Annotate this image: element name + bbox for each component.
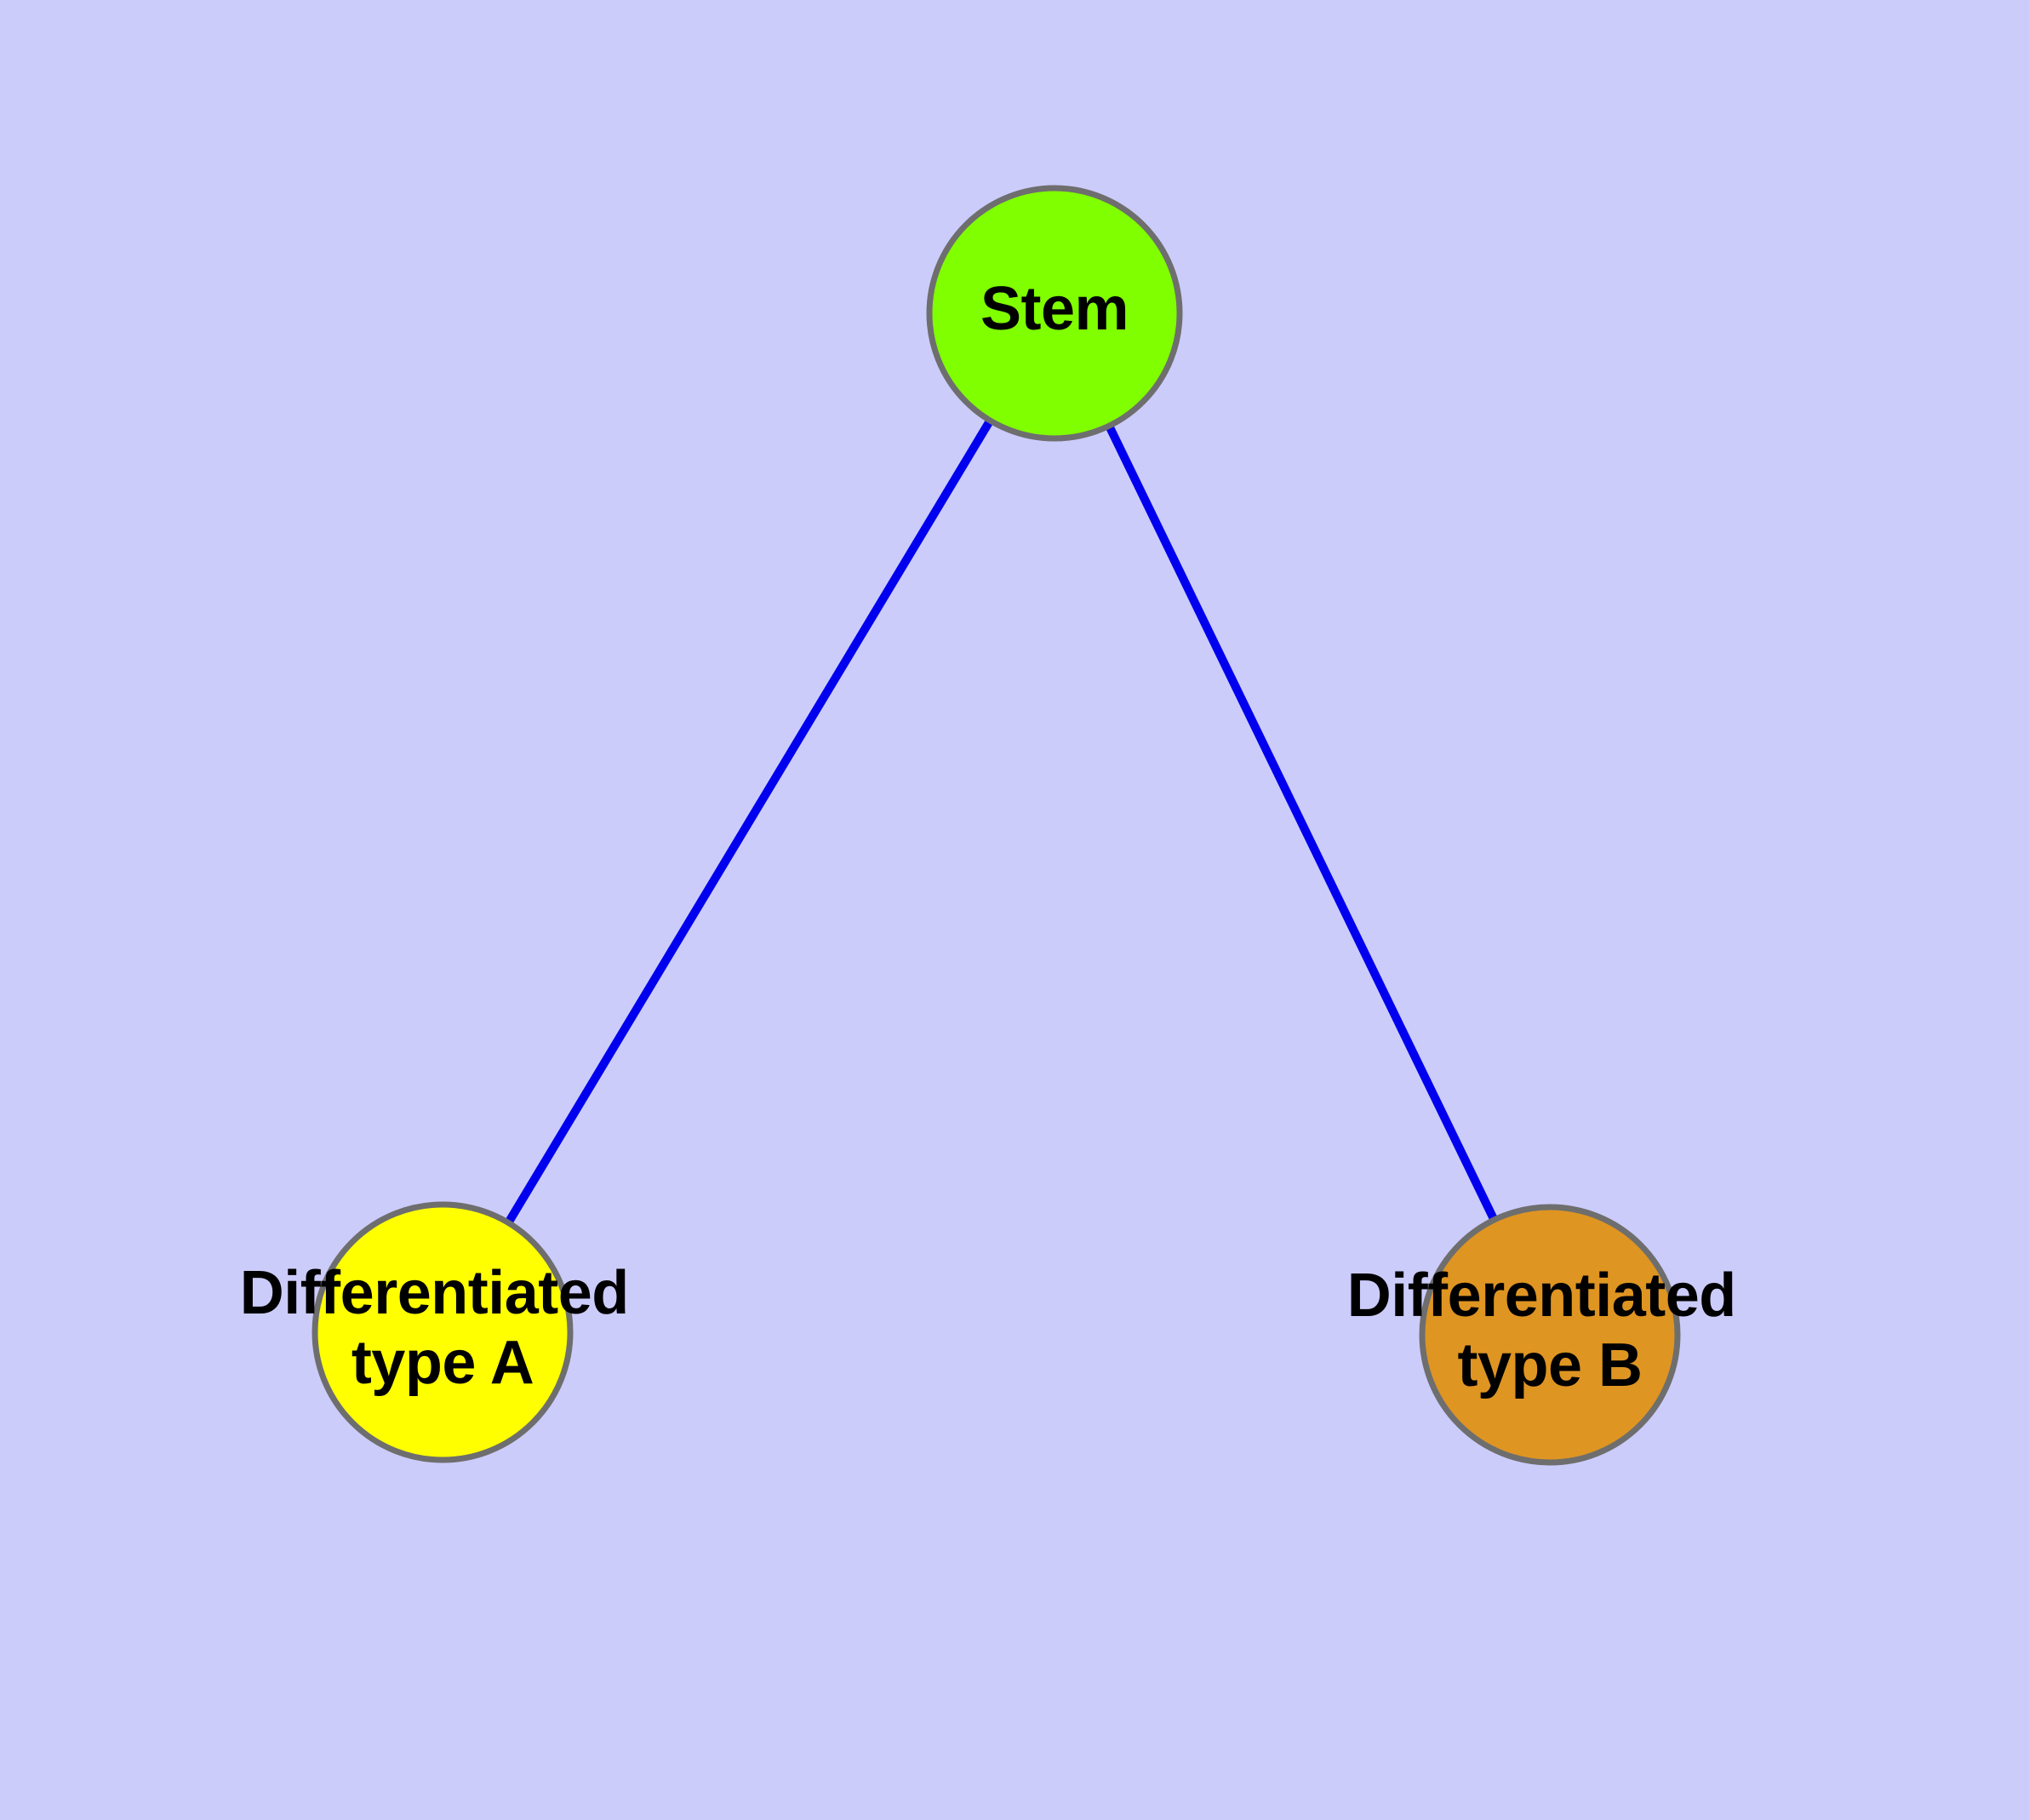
- node-stem[interactable]: Stem: [926, 185, 1183, 442]
- node-stem-circle[interactable]: [926, 185, 1183, 442]
- node-differentiated-type-a-circle[interactable]: [311, 1201, 574, 1463]
- node-differentiated-type-b-circle[interactable]: [1419, 1204, 1681, 1466]
- edge-layer: [438, 311, 1554, 1337]
- edge-stem-to-differentiated-type-a: [438, 311, 1059, 1335]
- edge-stem-to-differentiated-type-b: [1050, 311, 1554, 1337]
